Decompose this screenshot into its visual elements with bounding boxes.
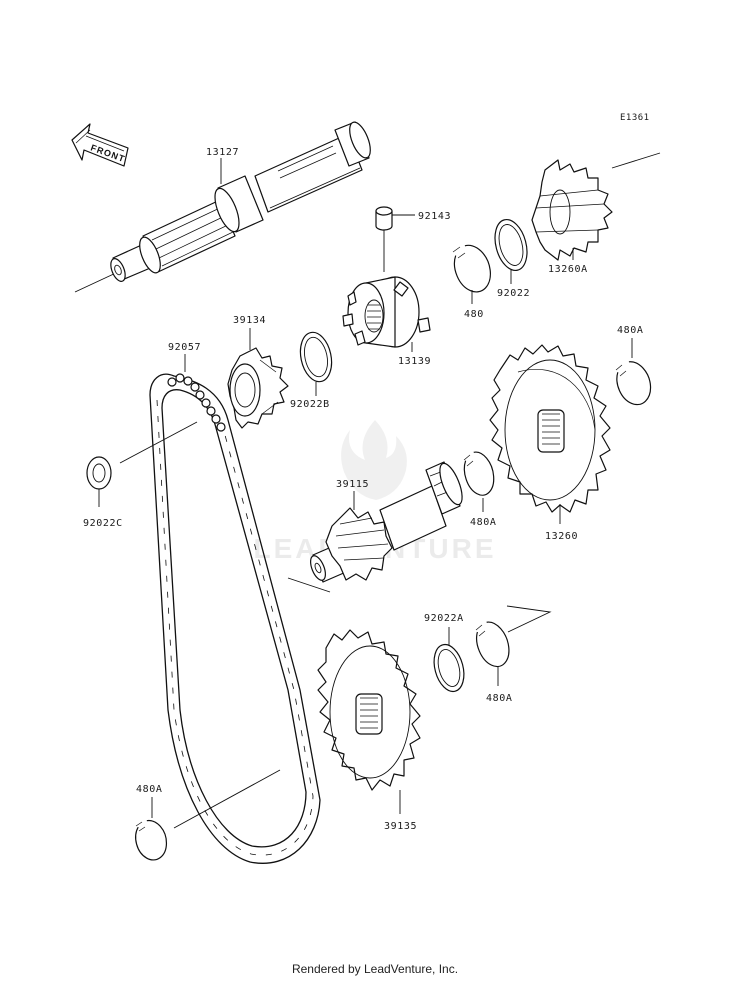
footer-credit: Rendered by LeadVenture, Inc.	[292, 962, 458, 976]
part-label: 92022C	[83, 518, 123, 529]
part-label: 480	[464, 309, 484, 320]
circlip-480A-lower	[475, 621, 510, 668]
part-label: 39134	[233, 315, 266, 326]
part-label: 13260	[545, 531, 578, 542]
part-label: 480A	[136, 784, 162, 795]
part-label: 13139	[398, 356, 431, 367]
dog-collar-13139	[342, 276, 431, 348]
sprocket-39135	[317, 629, 421, 791]
washer-92022B	[299, 331, 333, 383]
washer-92022	[494, 218, 528, 272]
collar-92143	[375, 206, 393, 231]
part-label: 13127	[206, 147, 239, 158]
circlip-480	[452, 244, 491, 293]
front-arrow-icon: FRONT	[71, 123, 129, 167]
chain-links	[167, 373, 226, 432]
washer-92022C	[86, 456, 112, 490]
part-label: 480A	[486, 693, 512, 704]
part-label: 92022	[497, 288, 530, 299]
shaft-13127	[74, 121, 371, 293]
washer-92022A	[433, 643, 465, 693]
part-label: 480A	[617, 325, 643, 336]
part-label: 39135	[384, 821, 417, 832]
sprocket-39134	[227, 347, 289, 429]
part-label: 13260A	[548, 264, 588, 275]
part-label: 92057	[168, 342, 201, 353]
shaft-39115	[287, 461, 463, 593]
circlip-480A-right	[615, 361, 652, 406]
part-label: 480A	[470, 517, 496, 528]
watermark-flame-icon	[341, 420, 407, 500]
part-label: 39115	[336, 479, 369, 490]
circlip-480A-bottom	[135, 819, 168, 861]
diagram-code: E1361	[620, 113, 650, 123]
gear-13260A	[531, 159, 613, 261]
part-label: 92022A	[424, 613, 464, 624]
circlip-480A-center	[463, 451, 495, 496]
chain-92057	[149, 373, 321, 864]
gear-13260	[489, 344, 611, 513]
part-label: 92143	[418, 211, 451, 222]
part-label: 92022B	[290, 399, 330, 410]
